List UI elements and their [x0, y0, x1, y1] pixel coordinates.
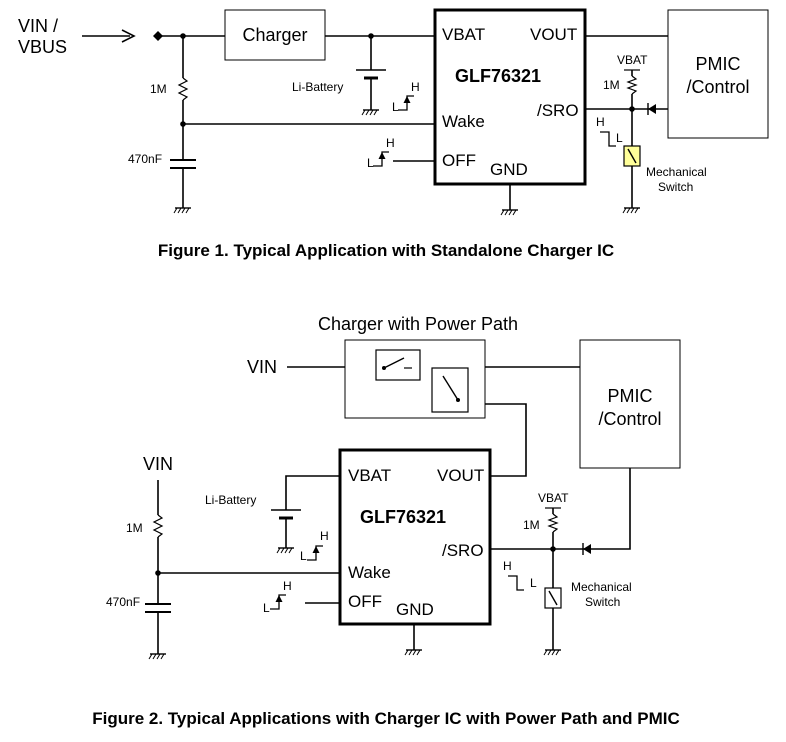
pullup-resistor — [626, 75, 638, 95]
pullup-resistor — [547, 513, 559, 533]
switch-label-line1: Mechanical — [646, 165, 707, 179]
switch-box-1 — [375, 349, 421, 381]
h-label: H — [320, 529, 329, 543]
h-label: H — [411, 80, 420, 94]
pullup-vbat-label: VBAT — [617, 53, 648, 67]
vin-label-left: VIN — [143, 454, 173, 474]
ground-icon — [276, 547, 295, 554]
switch-label-line1: Mechanical — [571, 580, 632, 594]
pin-wake: Wake — [348, 563, 391, 582]
pmic-box — [579, 339, 681, 469]
l-label: L — [616, 131, 623, 145]
resistor-1m — [177, 77, 189, 101]
ground-icon — [148, 653, 167, 660]
off-pulse-icon — [269, 594, 287, 610]
ground-icon — [404, 649, 423, 656]
switch-blade — [627, 148, 637, 164]
switch-pulse-icon — [599, 131, 617, 147]
chip-name: GLF76321 — [360, 507, 446, 527]
switch-label-line2: Switch — [585, 595, 620, 609]
switch-1-pivot — [382, 366, 386, 370]
battery-wire-top — [285, 475, 340, 510]
pullup-res-label: 1M — [603, 78, 620, 92]
charger-label: Charger — [242, 25, 307, 45]
charger-box — [224, 9, 326, 61]
pin-vout: VOUT — [437, 466, 484, 485]
h-label: H — [386, 136, 395, 150]
l-label: L — [530, 576, 537, 590]
pmic-box — [667, 9, 769, 139]
l-label: L — [263, 601, 270, 615]
ground-icon — [622, 207, 641, 214]
h-label: H — [596, 115, 605, 129]
l-label: L — [300, 549, 307, 563]
switch-2-pivot — [456, 398, 460, 402]
off-pulse-icon — [372, 151, 390, 167]
switch-box-2 — [431, 367, 469, 413]
power-path-label: Charger with Power Path — [318, 314, 518, 334]
pmic-label-line1: PMIC — [696, 54, 741, 74]
ground-icon — [543, 649, 562, 656]
battery-label: Li-Battery — [292, 80, 343, 94]
wake-pulse-icon — [306, 545, 324, 561]
l-label: L — [392, 100, 399, 114]
diode-icon — [648, 104, 656, 114]
ground-icon — [500, 209, 519, 216]
pmic-label-line2: /Control — [598, 409, 661, 429]
battery-label: Li-Battery — [205, 493, 256, 507]
vin-label: VIN — [247, 357, 277, 377]
ground-icon — [361, 109, 380, 116]
switch-pulse-icon — [507, 575, 525, 591]
wake-pulse-icon — [397, 95, 415, 111]
pin-gnd: GND — [490, 160, 528, 179]
cap-label: 470nF — [128, 152, 162, 166]
chip-glf76321 — [338, 448, 492, 626]
l-label: L — [367, 156, 374, 170]
pin-wake: Wake — [442, 112, 485, 131]
figure-1-caption: Figure 1. Typical Application with Stand… — [158, 241, 614, 260]
pin-gnd: GND — [396, 600, 434, 619]
chip-name: GLF76321 — [455, 66, 541, 86]
resistor-1m — [152, 514, 164, 538]
pp-to-vout-wire — [485, 403, 527, 477]
h-label: H — [503, 559, 512, 573]
vin-vbus-label-line1: VIN / — [18, 16, 58, 36]
sro-wire — [490, 468, 631, 550]
input-arrow-head — [121, 29, 136, 43]
pin-sro: /SRO — [537, 101, 579, 120]
res-label: 1M — [126, 521, 143, 535]
pin-vbat: VBAT — [348, 466, 391, 485]
switch-label-line2: Switch — [658, 180, 693, 194]
cap-label: 470nF — [106, 595, 140, 609]
h-label: H — [283, 579, 292, 593]
pullup-res-label: 1M — [523, 518, 540, 532]
diode-icon — [583, 544, 591, 554]
switch-blade — [548, 590, 558, 606]
res-label: 1M — [150, 82, 167, 96]
pin-vbat: VBAT — [442, 25, 485, 44]
ground-icon — [173, 207, 192, 214]
figure-2: Charger with Power Path VIN PMIC /Contro… — [92, 314, 681, 728]
pin-off: OFF — [348, 592, 382, 611]
pmic-label-line2: /Control — [686, 77, 749, 97]
pin-vout: VOUT — [530, 25, 577, 44]
switch-1-blade — [383, 357, 405, 369]
figure-2-caption: Figure 2. Typical Applications with Char… — [92, 709, 680, 728]
pin-sro: /SRO — [442, 541, 484, 560]
figure-1: VIN / VBUS Charger Li-Battery 1M 4 — [18, 8, 769, 260]
pmic-label-line1: PMIC — [608, 386, 653, 406]
vin-vbus-label-line2: VBUS — [18, 37, 67, 57]
switch-2-blade — [442, 375, 459, 401]
pin-off: OFF — [442, 151, 476, 170]
pullup-vbat-label: VBAT — [538, 491, 569, 505]
